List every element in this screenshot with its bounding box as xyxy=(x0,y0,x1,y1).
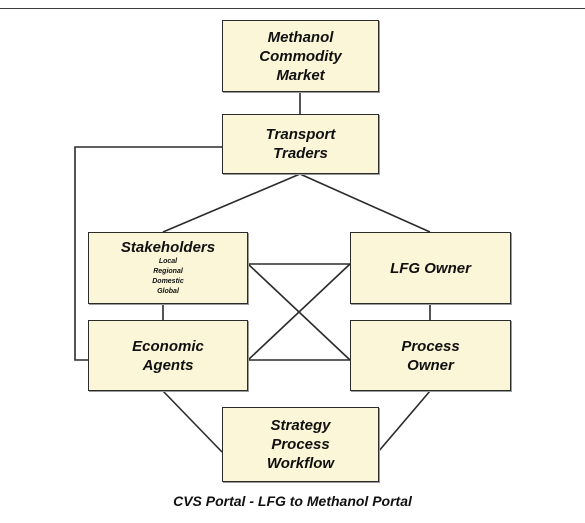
node-lfg-owner: LFG Owner xyxy=(350,232,511,304)
node-stakeholders: Stakeholders Local Regional Domestic Glo… xyxy=(88,232,248,304)
node-process-owner: Process Owner xyxy=(350,320,511,391)
node-label-line: Owner xyxy=(407,356,454,374)
node-sub-label: Global xyxy=(157,287,179,295)
node-label-line: Methanol xyxy=(267,28,334,46)
node-economic-agents: Economic Agents xyxy=(88,320,248,391)
node-strategy-process-workflow: Strategy Process Workflow xyxy=(222,407,379,482)
node-transport-traders: Transport Traders xyxy=(222,114,379,174)
node-label-line: LFG Owner xyxy=(390,259,471,277)
figure-caption: CVS Portal - LFG to Methanol Portal xyxy=(173,493,412,509)
edge-traders-stakeholders xyxy=(162,173,301,233)
node-label-line: Strategy xyxy=(270,417,331,434)
node-label-line: Process xyxy=(271,436,330,453)
edge-process-owner-strategy xyxy=(377,390,431,453)
node-sub-label: Domestic xyxy=(152,277,184,285)
node-label-line: Workflow xyxy=(266,455,335,472)
node-label-line: Traders xyxy=(273,145,328,162)
node-sub-label: Regional xyxy=(153,267,183,275)
top-rule xyxy=(0,8,585,9)
node-methanol-commodity-market: Methanol Commodity Market xyxy=(222,20,379,92)
edge-traders-lfg-owner xyxy=(299,173,431,233)
edge-economic-agents-strategy xyxy=(162,390,223,453)
node-label-line: Transport xyxy=(265,126,336,143)
node-label-line: Commodity xyxy=(259,47,342,65)
node-label-title: Stakeholders xyxy=(120,238,216,256)
node-label-line: Process xyxy=(401,337,460,355)
node-sub-label: Local xyxy=(158,257,178,265)
node-label-line: Economic xyxy=(132,337,204,355)
node-label-line: Agents xyxy=(142,356,194,374)
edge-lfg-owner-economic-agents xyxy=(247,263,351,361)
node-label-line: Market xyxy=(276,66,325,84)
edge-traders-economic-agents-loop xyxy=(74,146,222,361)
